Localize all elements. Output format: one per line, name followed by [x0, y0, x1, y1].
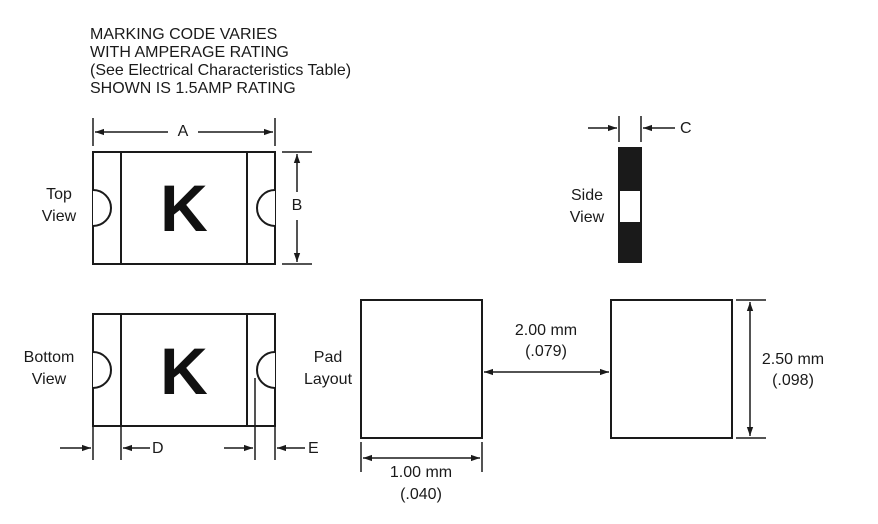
bottom-view-marking: K [160, 334, 208, 408]
bottom-view-label-2: View [31, 371, 67, 388]
dim-c-label: C [680, 120, 692, 137]
note-line-4: SHOWN IS 1.5AMP RATING [90, 80, 296, 97]
note-line-3: (See Electrical Characteristics Table) [90, 62, 352, 79]
bottom-view-label-1: Bottom [23, 349, 75, 366]
side-view-label-1: Side [570, 187, 604, 204]
top-view-marking: K [160, 171, 208, 245]
pad-width-mm: 1.00 mm [389, 464, 453, 481]
dim-width-line [360, 442, 483, 472]
dim-e-line [224, 378, 305, 460]
pad-left [360, 299, 483, 439]
top-view-body [92, 151, 276, 265]
dim-a-line [92, 118, 276, 146]
top-view-label-1: Top [46, 186, 72, 203]
bottom-view-body [92, 313, 276, 427]
pad-height-in: (.098) [772, 372, 814, 389]
top-view-label-2: View [41, 208, 77, 225]
dim-d-label: D [152, 440, 164, 457]
pad-layout-label-2: Layout [303, 371, 353, 388]
dim-b-label: B [291, 197, 303, 214]
dim-b-line [282, 151, 312, 265]
pad-layout-label-1: Pad [313, 349, 343, 366]
dim-height-line [736, 299, 766, 439]
pad-right [610, 299, 733, 439]
note-line-1: MARKING CODE VARIES [90, 26, 278, 43]
pad-gap-mm: 2.00 mm [514, 322, 578, 339]
marking-note: MARKING CODE VARIES WITH AMPERAGE RATING… [90, 26, 351, 98]
pad-height-mm: 2.50 mm [761, 351, 825, 368]
pad-width-in: (.040) [400, 486, 442, 503]
dim-d-line [60, 426, 150, 460]
dim-a-label: A [177, 123, 189, 140]
note-line-2: WITH AMPERAGE RATING [90, 44, 289, 61]
side-view-label-2: View [569, 209, 605, 226]
pad-gap-in: (.079) [525, 343, 567, 360]
side-view-body [618, 147, 642, 263]
dim-e-label: E [308, 440, 319, 457]
dim-c-line [588, 116, 675, 142]
